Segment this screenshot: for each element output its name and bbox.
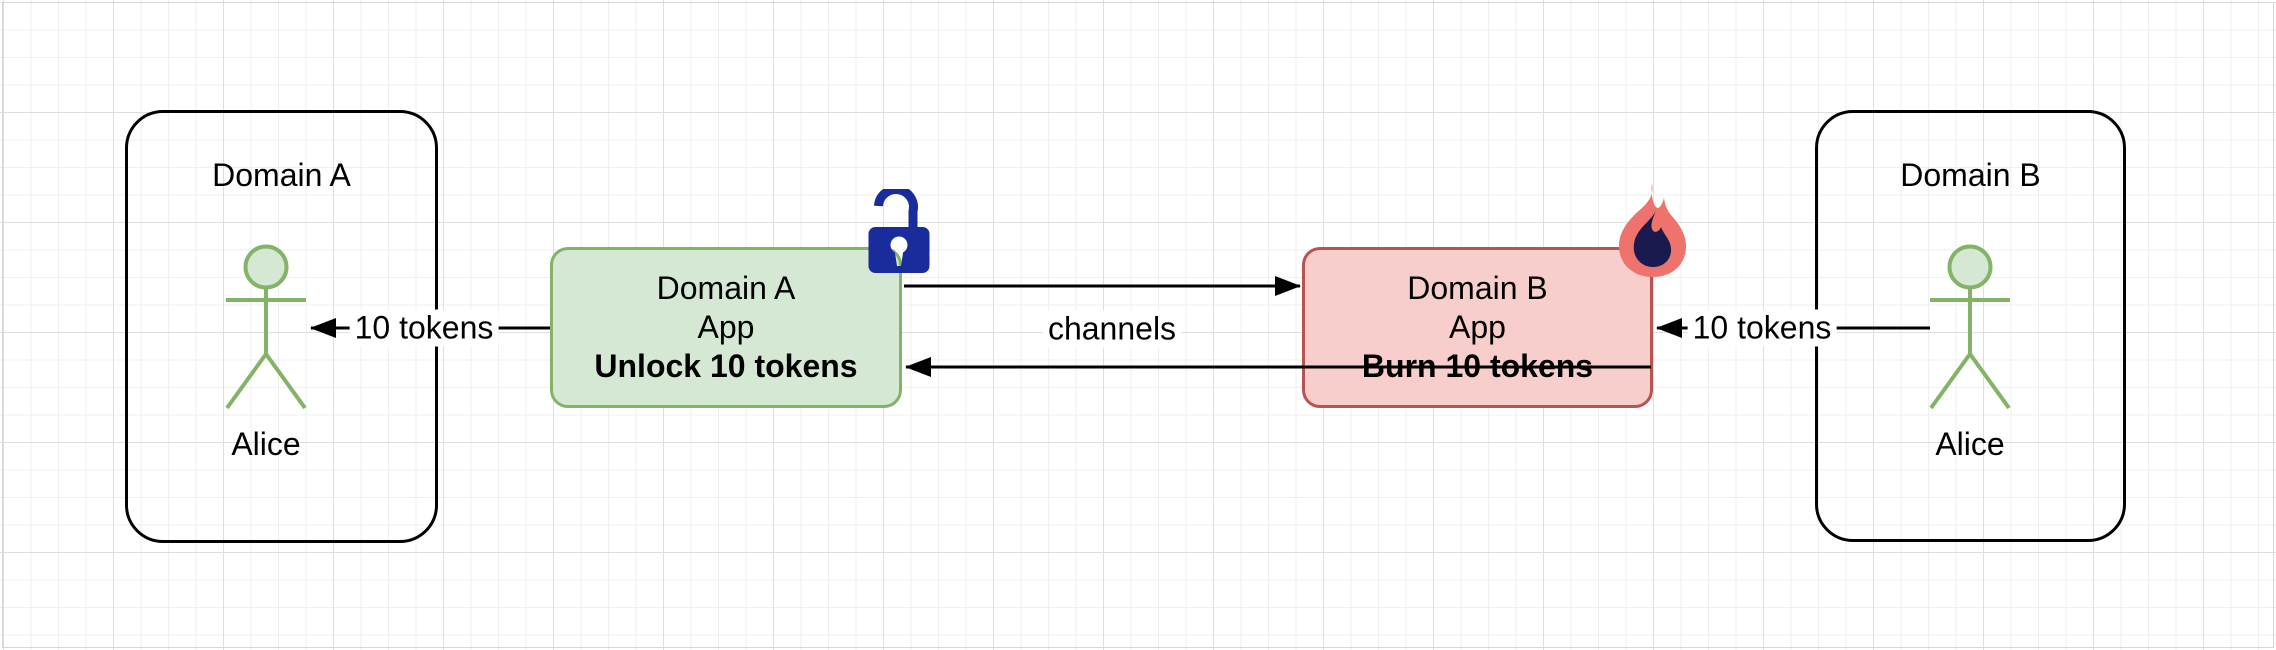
domain-b-title: Domain B: [1900, 157, 2041, 193]
app-a-line1: Domain A: [656, 270, 796, 306]
app-b-line2: App: [1449, 309, 1506, 345]
stick-figure-icon: [225, 244, 307, 410]
tokens-right-edge-label[interactable]: 10 tokens: [1687, 309, 1837, 347]
tokens-left-edge-label[interactable]: 10 tokens: [349, 309, 499, 347]
stick-figure-icon: [1929, 244, 2011, 410]
flame-icon[interactable]: [1616, 183, 1689, 279]
domain-b-app-box[interactable]: Domain B App Burn 10 tokens: [1302, 247, 1653, 408]
app-b-line1: Domain B: [1407, 270, 1548, 306]
actor-alice-b[interactable]: [1924, 242, 2016, 412]
channels-edge-label[interactable]: channels: [1042, 310, 1182, 348]
actor-alice-a[interactable]: [220, 242, 312, 412]
unlock-padlock-icon[interactable]: [867, 189, 931, 274]
domain-a-title: Domain A: [212, 157, 351, 193]
app-a-action: Unlock 10 tokens: [594, 348, 858, 384]
actor-alice-b-label: Alice: [1935, 426, 2005, 462]
domain-a-app-box[interactable]: Domain A App Unlock 10 tokens: [550, 247, 902, 408]
app-a-line2: App: [697, 309, 755, 345]
actor-alice-a-label: Alice: [231, 426, 301, 462]
